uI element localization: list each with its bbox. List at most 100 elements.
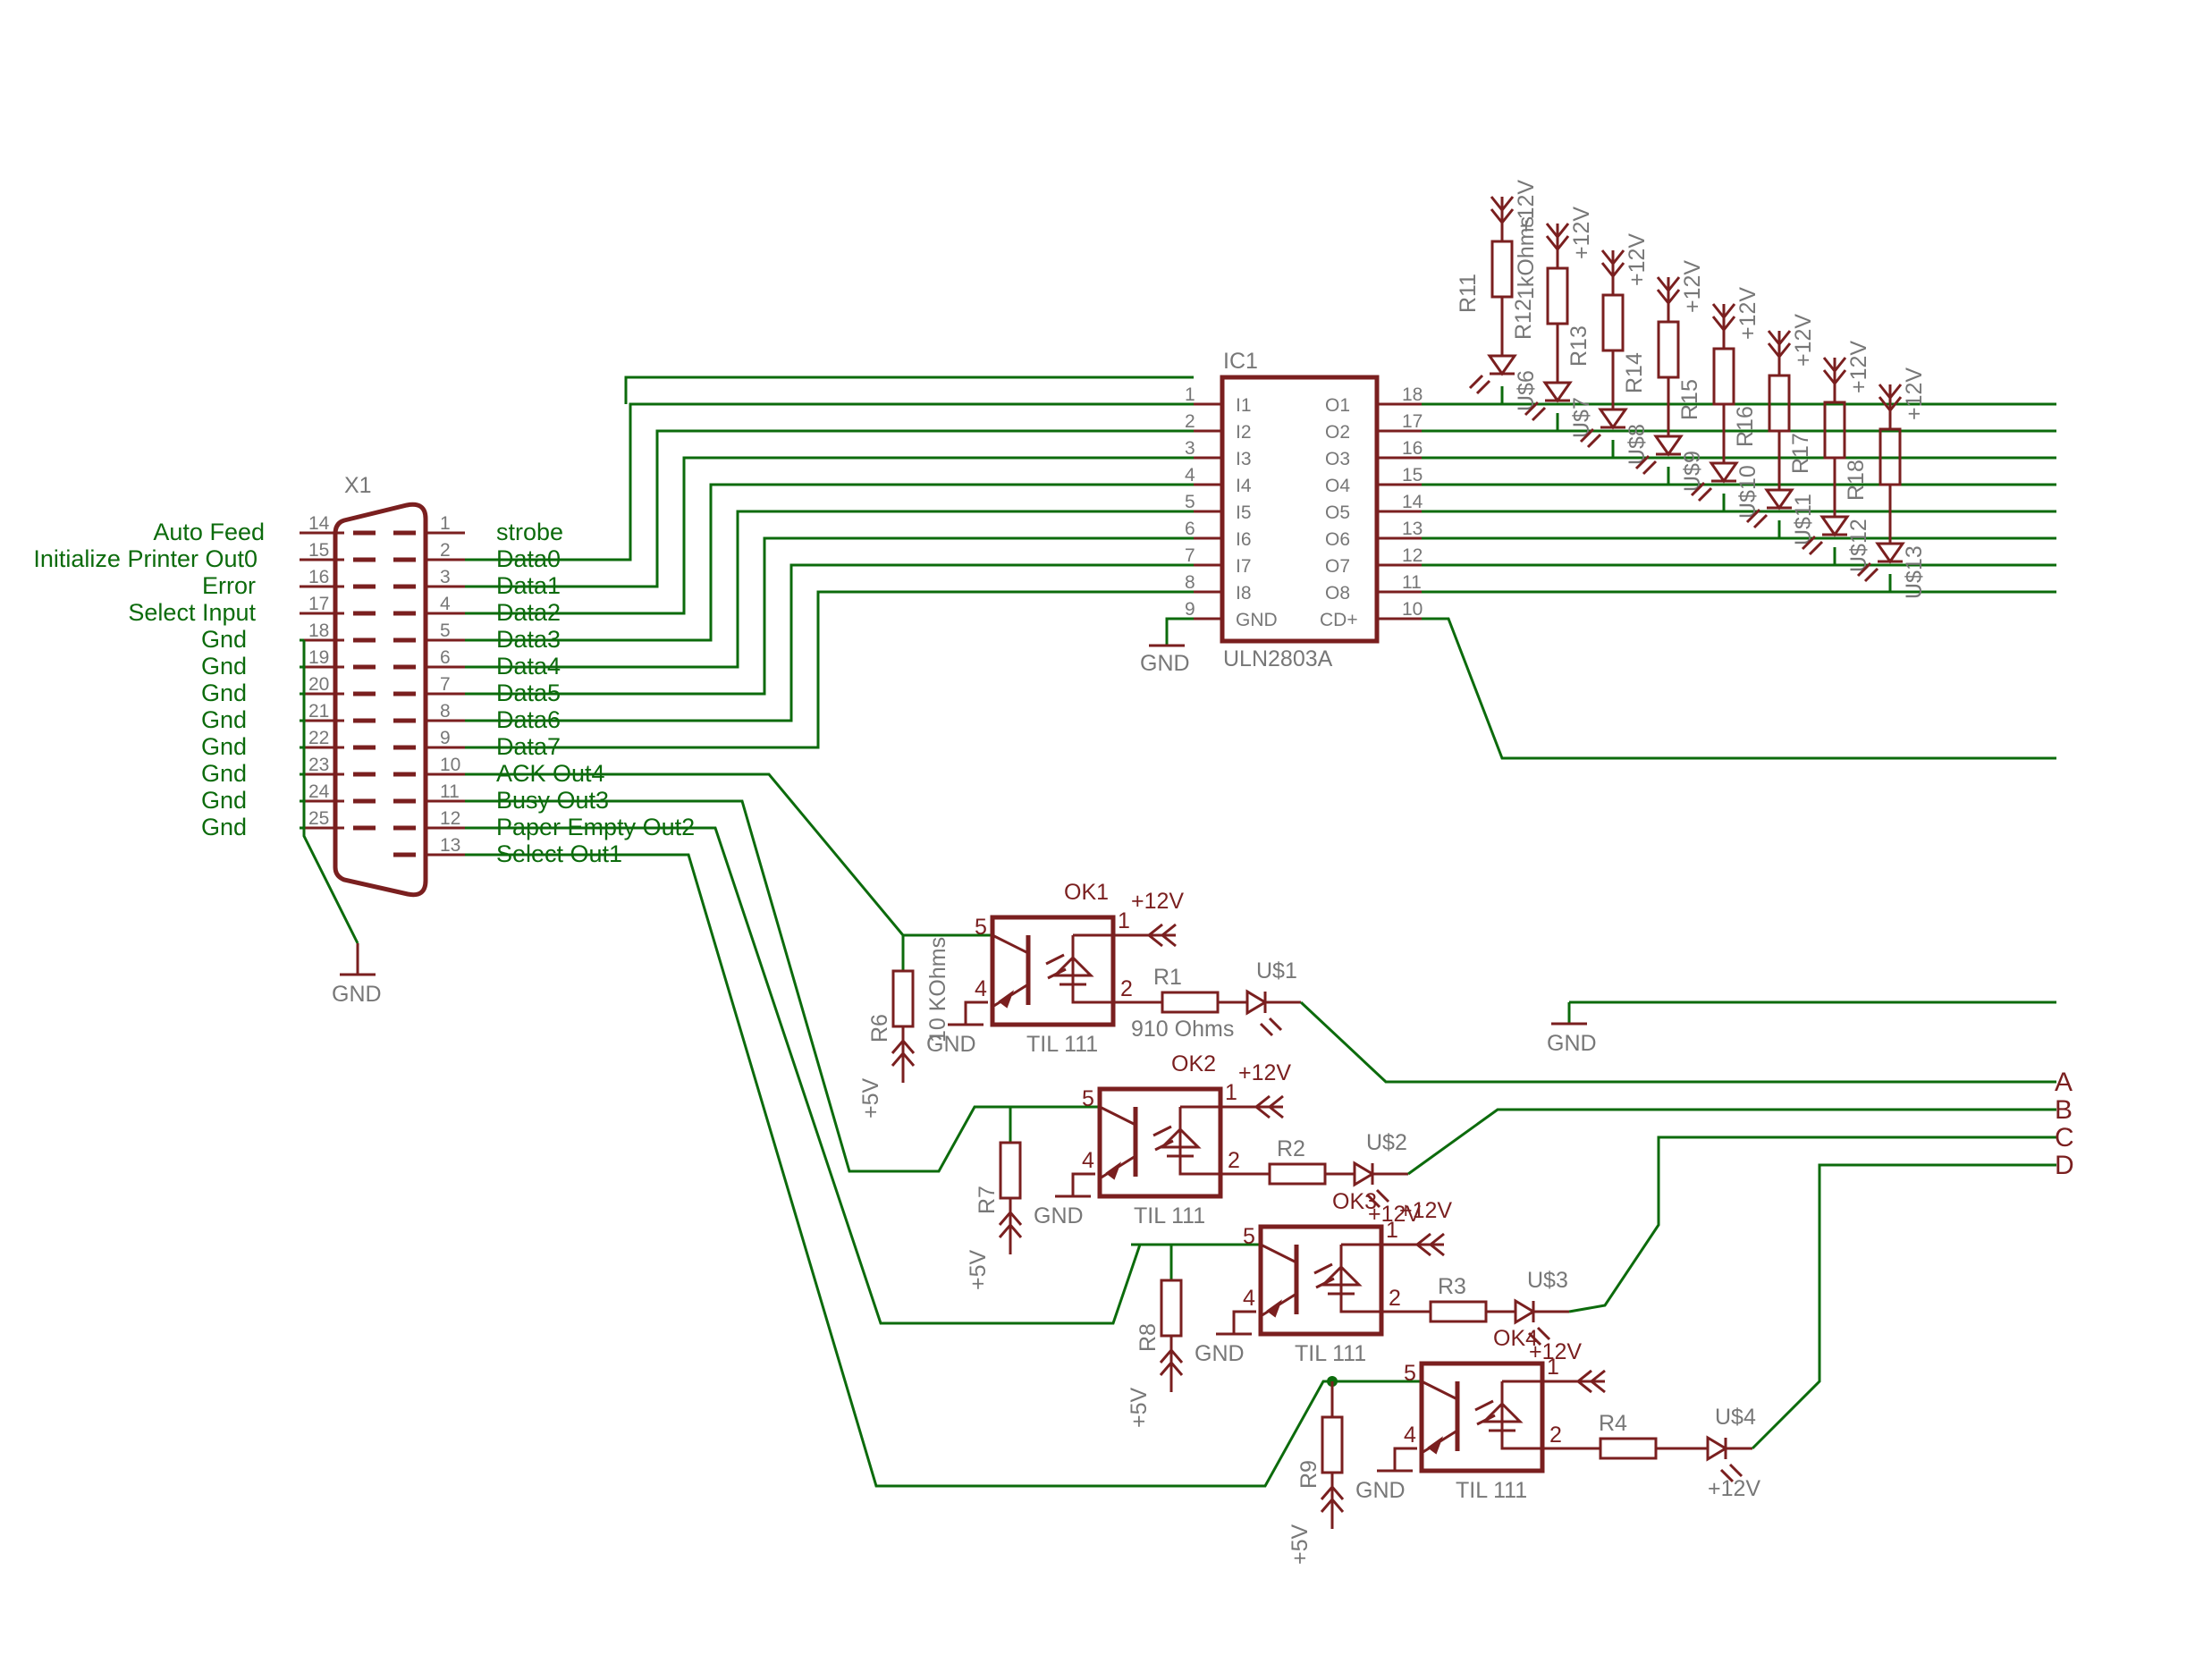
- x1-pin-number: 8: [440, 701, 451, 722]
- ic1-pin-label: O3: [1325, 449, 1350, 469]
- x1-pin-number: 23: [308, 755, 329, 775]
- led-unit: R11 1kOhms +12V U$6: [1456, 180, 1539, 411]
- ic1-pin-number: 12: [1402, 545, 1423, 566]
- led-res-label: R15: [1677, 379, 1702, 420]
- x1-pin-number: 22: [308, 728, 329, 748]
- opto-stage: R7 +5V 5 4 1 2 GND TIL 111 OK2 +12V R2 U…: [966, 1051, 1421, 1290]
- opto-gnd: GND: [1034, 1203, 1084, 1228]
- opto-part: TIL 111: [1134, 1203, 1205, 1228]
- data-bus-wires: [465, 376, 1194, 749]
- ic1-name: IC1: [1223, 349, 1258, 374]
- x1-left-label: Error: [202, 572, 256, 599]
- opto-in-res: R8: [1136, 1323, 1161, 1352]
- led-res-value: 1kOhms: [1514, 216, 1539, 300]
- opto-stage: R6 10 KOhms +5V 5 4 1 2 GND TIL 111 OK1 …: [858, 880, 1301, 1119]
- opto-pin: 1: [1547, 1355, 1559, 1380]
- led-diode-label: U$10: [1735, 465, 1760, 519]
- x1-pin-number: 11: [440, 781, 460, 802]
- opto-in-res: R9: [1296, 1460, 1321, 1489]
- x1-pin-number: 16: [308, 567, 329, 587]
- ic1-gnd-label: GND: [1140, 651, 1190, 676]
- x1-pin-number: 4: [440, 594, 451, 614]
- ic1-pin-number: 9: [1185, 599, 1195, 620]
- led-res-label: R12: [1511, 299, 1536, 340]
- opto-part: TIL 111: [1295, 1341, 1366, 1366]
- ic1-pin-label: I3: [1236, 449, 1252, 469]
- led-supply-label: +12V: [1902, 367, 1927, 420]
- opto-pin: 5: [975, 915, 987, 940]
- x1-left-label: Gnd: [201, 653, 247, 680]
- x1-pin-number: 2: [440, 540, 451, 561]
- led-res-label: R17: [1788, 433, 1813, 474]
- led-res-label: R14: [1622, 352, 1647, 393]
- ic1-pin-number: 11: [1402, 572, 1422, 593]
- x1-pin-number: 3: [440, 567, 451, 587]
- opto-pin: 5: [1243, 1224, 1255, 1249]
- x1-pin-number: 10: [440, 755, 460, 775]
- x1-pin-number: 12: [440, 808, 460, 829]
- opto-out-res: R4: [1599, 1411, 1627, 1436]
- opto-pin: 5: [1404, 1361, 1416, 1386]
- opto-supply: +12V: [1399, 1198, 1452, 1223]
- led-res-label: R18: [1844, 460, 1869, 501]
- led-array: R11 1kOhms +12V U$6 R12 +12V U$7 R13 +12…: [1456, 180, 1927, 599]
- x1-pin-number: 5: [440, 621, 451, 641]
- opto-led-supply: +12V: [1368, 1202, 1421, 1227]
- x1-name: X1: [344, 473, 372, 498]
- ic1-pin-label: I7: [1236, 556, 1252, 577]
- opto-part: TIL 111: [1026, 1032, 1098, 1057]
- opto-led: U$4: [1715, 1405, 1756, 1430]
- led-res-label: R13: [1566, 325, 1591, 367]
- ic1-pin-label: O5: [1325, 502, 1350, 523]
- ic1-body: [1220, 375, 1380, 644]
- ic1-pin-number: 10: [1402, 599, 1423, 620]
- ic1-pin-number: 2: [1185, 411, 1195, 432]
- ic1-pin-number: 14: [1402, 492, 1423, 512]
- opto-output-wires: [1299, 1000, 2056, 1450]
- opto-supply: +12V: [1131, 889, 1184, 914]
- x1-left-stubs: [300, 531, 344, 830]
- x1-left-label: Gnd: [201, 733, 247, 760]
- opto-out-res-value: 910 Ohms: [1131, 1017, 1234, 1042]
- opto-pin: 4: [1404, 1423, 1416, 1448]
- opto-in-supply: +5V: [858, 1077, 883, 1119]
- x1-pin-number: 25: [308, 808, 329, 829]
- opto-pin: 1: [1386, 1218, 1398, 1243]
- x1-pin-number: 14: [308, 513, 330, 534]
- opto-part: TIL 111: [1456, 1478, 1527, 1503]
- x1-ground-bus: GND: [300, 638, 382, 1007]
- ic1-pin-number: 4: [1185, 465, 1195, 485]
- x1-left-label: Select Input: [128, 599, 256, 626]
- led-res-label: R16: [1733, 406, 1758, 447]
- ic1-pin-number: 18: [1402, 384, 1423, 405]
- opto-pin: 4: [1082, 1148, 1094, 1173]
- x1-connector: X1: [33, 473, 695, 898]
- ic1-pin-number: 1: [1185, 384, 1195, 405]
- x1-pin-number: 17: [308, 594, 329, 614]
- x1-left-label: Gnd: [201, 706, 247, 733]
- opto-in-supply: +5V: [966, 1249, 991, 1290]
- x1-pin-number: 1: [440, 513, 451, 534]
- opto-supply: +12V: [1238, 1060, 1291, 1085]
- led-supply-label: +12V: [1680, 260, 1705, 313]
- led-diode-label: U$12: [1846, 519, 1871, 572]
- opto-pin: 2: [1549, 1423, 1562, 1448]
- x1-right-contacts: [393, 530, 416, 857]
- opto-gnd: GND: [1195, 1341, 1245, 1366]
- ic1-pin-label: O4: [1325, 476, 1350, 496]
- ic1-pin-number: 8: [1185, 572, 1195, 593]
- led-supply-label: +12V: [1846, 341, 1871, 393]
- ic1-pin-number: 5: [1185, 492, 1195, 512]
- ic1-part: ULN2803A: [1223, 646, 1333, 671]
- x1-pin-number: 15: [308, 540, 329, 561]
- opto-led-supply: +12V: [1529, 1339, 1582, 1364]
- x1-gnd-label: GND: [332, 982, 382, 1007]
- opto-gnd: GND: [1355, 1478, 1406, 1503]
- opto-out-res: R2: [1277, 1136, 1305, 1161]
- x1-left-label: Initialize Printer Out0: [33, 545, 258, 572]
- opto-pin: 4: [975, 976, 987, 1001]
- ic1-pin-number: 7: [1185, 545, 1195, 566]
- opto-led: U$1: [1256, 958, 1297, 984]
- ic1-output-wires: [1422, 386, 2056, 760]
- x1-pin-number: 9: [440, 728, 451, 748]
